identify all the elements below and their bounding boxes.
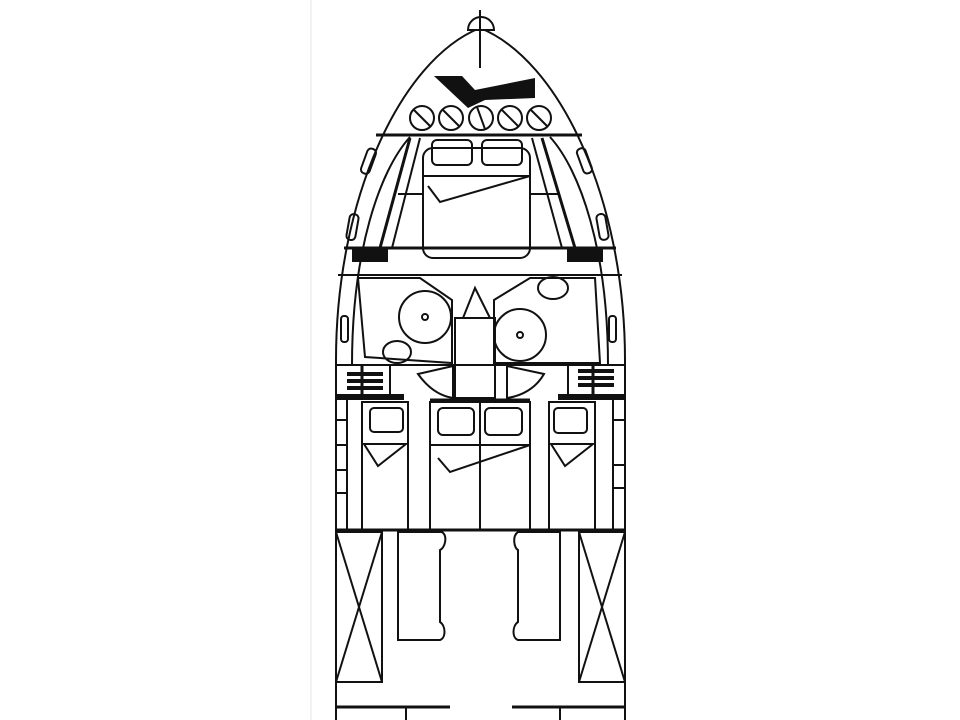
bulkhead-block <box>567 248 603 262</box>
cockpit-bench <box>397 531 447 641</box>
ladder-starboard <box>567 365 614 398</box>
porthole <box>595 212 610 241</box>
inner-hull-line <box>351 136 609 366</box>
companionway <box>416 285 546 400</box>
anchor-windlass <box>434 76 535 108</box>
bow-fitting <box>466 10 496 68</box>
ladder-port <box>347 365 391 398</box>
sink <box>382 340 412 364</box>
porthole <box>345 213 360 242</box>
bulkhead-block <box>352 248 388 262</box>
storage-locker <box>335 531 383 683</box>
single-berth <box>361 401 409 531</box>
porthole <box>608 315 617 343</box>
pillow <box>369 407 404 433</box>
pillow <box>431 139 473 166</box>
sink <box>537 276 569 300</box>
pillow <box>484 407 523 436</box>
aft-cabins <box>336 400 625 531</box>
head-port <box>340 277 453 365</box>
porthole <box>359 147 378 175</box>
pillow <box>553 407 588 434</box>
head-starboard <box>493 276 617 364</box>
forward-cabin <box>345 137 610 259</box>
pillow <box>437 407 475 436</box>
cockpit <box>335 531 626 720</box>
single-berth <box>548 401 596 531</box>
bed-sheet <box>423 175 531 204</box>
pillow <box>481 139 523 166</box>
porthole <box>575 147 594 175</box>
porthole <box>340 315 349 343</box>
storage-locker <box>578 531 626 683</box>
toilet <box>398 290 452 344</box>
toilet <box>493 308 547 362</box>
bow-hatches <box>409 105 552 131</box>
forward-double-bed <box>422 147 531 259</box>
cockpit-bench <box>512 531 561 641</box>
